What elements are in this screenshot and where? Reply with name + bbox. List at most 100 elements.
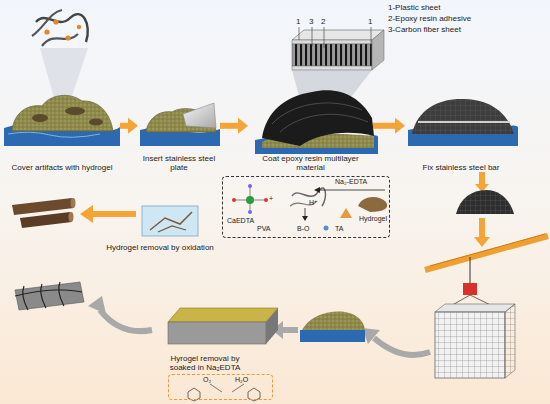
layer-key: 3-Carbon fiber sheet bbox=[388, 26, 461, 34]
hydrogel-cover bbox=[32, 114, 48, 122]
arrow-head bbox=[238, 118, 248, 134]
step-caption: Hydrogel removal by oxidation bbox=[100, 243, 220, 252]
hydrogel-cover bbox=[12, 95, 113, 131]
oxidation-tank bbox=[142, 206, 198, 236]
hydrogel-cover bbox=[89, 119, 103, 126]
wrapped-artifact bbox=[59, 282, 64, 306]
callout-number: 1 bbox=[368, 18, 372, 26]
layer-key: 1-Plastic sheet bbox=[388, 4, 440, 12]
wrapped-artifact bbox=[15, 282, 84, 310]
soaking-bath bbox=[168, 308, 278, 322]
oxidation-tank bbox=[92, 211, 136, 217]
reaction-illustration bbox=[314, 187, 320, 193]
crane bbox=[435, 312, 505, 378]
soaking-bath bbox=[266, 308, 278, 344]
multilayer-stack bbox=[312, 27, 313, 46]
multilayer-stack bbox=[371, 27, 372, 66]
arrow-head bbox=[395, 118, 405, 134]
reagent-label: Hydrogel bbox=[359, 215, 387, 222]
hydrogel-network bbox=[32, 10, 88, 102]
step-panel: Hydrogel removal by oxidation bbox=[100, 200, 220, 252]
reaction-illustration bbox=[358, 197, 387, 212]
multilayer-stack bbox=[292, 27, 384, 100]
step-panel: Hyrogel removal by soaked in Na₂EDTA bbox=[135, 300, 275, 372]
hydrogel-network bbox=[32, 10, 62, 36]
wood-pieces bbox=[69, 212, 74, 222]
reaction-illustration bbox=[232, 198, 236, 202]
carbon-shell bbox=[280, 114, 368, 132]
return-arrow bbox=[282, 327, 298, 333]
carbon-shell bbox=[412, 99, 514, 134]
hydrogel-network bbox=[40, 48, 88, 102]
wood-pieces bbox=[71, 198, 76, 208]
crane bbox=[435, 312, 505, 378]
reaction-illustration bbox=[264, 198, 268, 202]
step-caption: Insert stainless steel plate bbox=[138, 154, 220, 172]
carbon-shell bbox=[412, 99, 514, 134]
wood-pieces bbox=[12, 198, 74, 215]
wrapped-artifact bbox=[41, 284, 46, 308]
reagent-label: O₂ bbox=[203, 376, 211, 383]
oxygen-inset-illustration bbox=[232, 384, 244, 392]
hydrogel-network bbox=[42, 34, 78, 46]
oxidation-tank bbox=[150, 212, 192, 230]
oxygen-inset-illustration bbox=[188, 384, 260, 401]
oxygen-inset: O₂ H₂O bbox=[168, 374, 273, 400]
carbon-shell bbox=[262, 90, 514, 146]
step-panel: Fix stainless steel bar bbox=[405, 95, 517, 172]
return-arrow bbox=[374, 338, 430, 355]
carbon-shell bbox=[272, 103, 362, 124]
crane bbox=[505, 304, 515, 378]
arrow-shaft bbox=[220, 123, 239, 129]
arrow-shaft bbox=[120, 123, 129, 129]
crane bbox=[435, 304, 515, 312]
wrapped-artifact bbox=[23, 286, 28, 310]
soaking-bath bbox=[168, 308, 278, 344]
multilayer-stack bbox=[292, 40, 372, 44]
crane bbox=[425, 236, 548, 270]
process-arrow bbox=[120, 118, 138, 134]
process-arrow bbox=[220, 118, 248, 134]
multilayer-stack bbox=[324, 27, 325, 48]
carbon-shell bbox=[262, 90, 374, 146]
wrapped-artifact bbox=[15, 282, 84, 310]
reagent-label: TA bbox=[335, 225, 343, 232]
step-caption: Cover artifacts with hydrogel bbox=[4, 163, 120, 172]
return-arrow bbox=[88, 296, 430, 355]
reagent-label: H⁺ bbox=[309, 199, 318, 206]
recovered-artifact bbox=[300, 312, 365, 342]
soaking-bath bbox=[168, 322, 266, 344]
reaction-illustration bbox=[248, 184, 252, 188]
oxygen-inset-illustration bbox=[210, 384, 222, 392]
multilayer-stack bbox=[372, 30, 384, 70]
reaction-illustration bbox=[320, 190, 385, 191]
reaction-illustration bbox=[246, 196, 254, 204]
process-arrow bbox=[474, 237, 490, 247]
steel-plate bbox=[183, 103, 216, 128]
crane bbox=[430, 234, 545, 266]
lifted-artifact bbox=[456, 190, 514, 214]
hydrogel-cover bbox=[65, 107, 85, 115]
step-caption: Fix stainless steel bar bbox=[405, 163, 517, 172]
seabed bbox=[8, 132, 100, 137]
layer-key: 2-Epoxy resin adhesive bbox=[388, 15, 471, 23]
reaction-illustration bbox=[232, 184, 387, 231]
reagent-label: Na₂-EDTA bbox=[335, 178, 367, 185]
process-arrow bbox=[479, 218, 485, 238]
reagent-label: CaEDTA bbox=[227, 217, 254, 224]
steel-plate bbox=[183, 103, 216, 128]
return-arrow bbox=[88, 296, 106, 314]
multilayer-stack bbox=[292, 66, 372, 70]
callout-number: 1 bbox=[296, 18, 300, 26]
reagent-label: H₂O bbox=[235, 376, 248, 383]
process-arrow bbox=[373, 118, 405, 134]
step-panel: Insert stainless steel plate bbox=[138, 95, 220, 172]
recovered-artifact bbox=[302, 312, 365, 330]
hydrogel-network bbox=[44, 29, 49, 34]
step-panel: Cover artifacts with hydrogel bbox=[4, 60, 120, 172]
reaction-illustration bbox=[248, 210, 252, 214]
lifted-artifact bbox=[456, 190, 514, 214]
